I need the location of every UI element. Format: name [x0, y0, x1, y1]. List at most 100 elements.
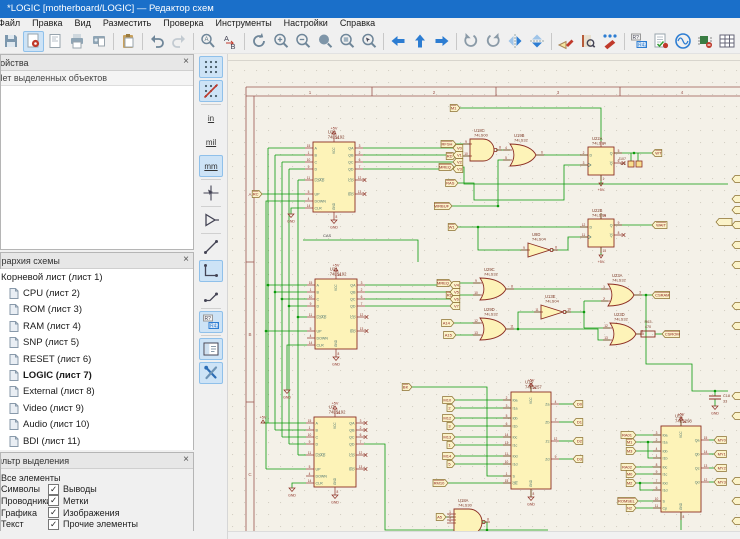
hier-label-RA01[interactable]: RA01	[620, 431, 637, 439]
toolbar-mirror-v-button[interactable]	[505, 31, 526, 52]
hier-label-RC[interactable]: RC	[251, 190, 263, 198]
toolbar-nav-back-button[interactable]	[388, 31, 409, 52]
toolbar-rotate-ccw-button[interactable]	[461, 31, 482, 52]
menu-item-4[interactable]: Проверка	[163, 18, 204, 28]
hier-label-MY2[interactable]: MY2	[713, 464, 727, 472]
hier-label-CSRAM[interactable]: CSRAM	[651, 291, 670, 299]
sheet-tree-item-ram[interactable]: RAM (лист 4)	[0, 318, 193, 334]
hier-label-MREQ[interactable]: MREQ	[438, 163, 455, 171]
hier-label-CSROM[interactable]: CSROM	[661, 330, 680, 338]
sheet-tree-item-cpu[interactable]: CPU (лист 2)	[0, 285, 193, 301]
filter-checkbox-0-0[interactable]: ✓Все элементы	[1, 472, 60, 483]
toolbar-library-links-button[interactable]	[578, 31, 599, 52]
left-toolbar-line-free-button[interactable]	[199, 236, 223, 258]
toolbar-erc-button[interactable]	[651, 31, 672, 52]
filter-checkbox-1-1[interactable]: ✓Выводы	[48, 483, 97, 495]
left-toolbar-line-45-button[interactable]	[199, 284, 223, 306]
toolbar-zoom-objects-button[interactable]	[337, 31, 358, 52]
left-toolbar-units-in-button[interactable]: in	[199, 107, 223, 129]
filter-checkbox-3-1[interactable]: ✓Изображения	[48, 507, 120, 519]
filter-checkbox-2-0[interactable]: ✓Проводники	[1, 495, 51, 506]
toolbar-nav-up-button[interactable]	[410, 31, 431, 52]
hier-label-V1[interactable]: V1	[452, 151, 464, 159]
filter-checkbox-3-0[interactable]: ✓Графика	[1, 507, 48, 518]
hier-label-3[interactable]: 3	[446, 422, 456, 430]
toolbar-undo-button[interactable]	[147, 31, 168, 52]
close-icon[interactable]: ×	[183, 454, 189, 465]
hier-label-RAS[interactable]: RAS	[445, 179, 459, 187]
hier-label-D2[interactable]: D2	[572, 437, 584, 445]
toolbar-zoom-out-button[interactable]	[293, 31, 314, 52]
hier-label-MY1[interactable]: MY1	[713, 450, 727, 458]
hier-label-M3[interactable]: M3	[625, 447, 637, 455]
hier-label-WAIT[interactable]: WAIT	[651, 221, 668, 229]
hier-label-A15[interactable]: A15	[443, 331, 457, 339]
toolbar-plot-button[interactable]	[89, 31, 110, 52]
menu-item-2[interactable]: Вид	[74, 18, 91, 28]
menu-item-0[interactable]: Файл	[0, 18, 21, 28]
toolbar-zoom-in-button[interactable]	[271, 31, 292, 52]
hier-label-D1[interactable]: D1	[572, 418, 584, 426]
hier-label-W1[interactable]: W1	[447, 223, 459, 231]
hier-label-V5[interactable]: V5	[449, 288, 461, 296]
hier-label-M0[interactable]: M0	[625, 470, 637, 478]
hier-label-A14[interactable]: A14	[441, 319, 455, 327]
toolbar-redo-button[interactable]	[169, 31, 190, 52]
left-toolbar-units-mm-button[interactable]: mm	[199, 155, 223, 177]
toolbar-symbol-fields-button[interactable]	[556, 31, 577, 52]
toolbar-simulator-button[interactable]	[673, 31, 694, 52]
hier-label-RFSH[interactable]: RFSH	[440, 140, 457, 148]
toolbar-paste-button[interactable]	[118, 31, 139, 52]
filter-checkbox-4-1[interactable]: ✓Прочие элементы	[48, 518, 138, 530]
close-icon[interactable]: ×	[183, 56, 189, 67]
sheet-tree-item-logic[interactable]: LOGIC (лист 7)	[0, 367, 193, 383]
toolbar-find-button[interactable]: A	[198, 31, 219, 52]
hier-label-MY3[interactable]: MY3	[713, 478, 727, 486]
hier-label-BK[interactable]: BK	[401, 383, 413, 391]
menu-item-3[interactable]: Разместить	[102, 18, 152, 28]
sheet-tree-item-video[interactable]: Video (лист 9)	[0, 400, 193, 416]
hier-label-V4[interactable]: V4	[449, 281, 461, 289]
toolbar-save-button[interactable]	[1, 31, 22, 52]
toolbar-mirror-h-button[interactable]	[527, 31, 548, 52]
sheet-tree-item-audio[interactable]: Audio (лист 10)	[0, 417, 193, 433]
left-toolbar-grid-override-button[interactable]	[199, 80, 223, 102]
sheet-tree-item-reset[interactable]: RESET (лист 6)	[0, 351, 193, 367]
toolbar-print-button[interactable]	[67, 31, 88, 52]
left-toolbar-units-mil-button[interactable]: mil	[199, 131, 223, 153]
toolbar-zoom-fit-button[interactable]	[315, 31, 336, 52]
left-toolbar-line-90-button[interactable]	[199, 260, 223, 282]
left-toolbar-tools-button[interactable]	[199, 362, 223, 384]
symbol-U20[interactable]: U2074LS19216VCC8GND15A1B10C9D11LOAD5UP4D…	[305, 130, 367, 221]
hier-label-V2[interactable]: V2	[452, 158, 464, 166]
symbol-U15[interactable]: U1574LS25716VCC8GND2I0a3I1a5I0b6I1b14I0c…	[503, 380, 559, 498]
hier-label-V6[interactable]: V6	[449, 295, 461, 303]
symbol-R63[interactable]	[640, 330, 656, 338]
hier-label-M1[interactable]: M1	[625, 438, 637, 446]
close-icon[interactable]: ×	[183, 254, 189, 265]
hier-label-M10[interactable]: M10	[442, 396, 456, 404]
menu-item-1[interactable]: Правка	[32, 18, 63, 28]
hier-label-1[interactable]: 1	[446, 441, 456, 449]
hier-label-M12[interactable]: M12	[442, 414, 456, 422]
left-toolbar-crosshair-button[interactable]	[199, 182, 223, 204]
menu-item-7[interactable]: Справка	[339, 18, 376, 28]
hier-label-M14[interactable]: M14	[442, 452, 456, 460]
hier-label-M2[interactable]: M2	[625, 479, 637, 487]
left-toolbar-panel-toggle-button[interactable]	[199, 338, 223, 360]
sheet-tree-item-rom[interactable]: ROM (лист 3)	[0, 302, 193, 318]
hier-label-V3[interactable]: V3	[452, 165, 464, 173]
hier-label-V0[interactable]: V0	[452, 144, 464, 152]
hier-label-WRBUF[interactable]: WRBUF	[434, 202, 453, 210]
